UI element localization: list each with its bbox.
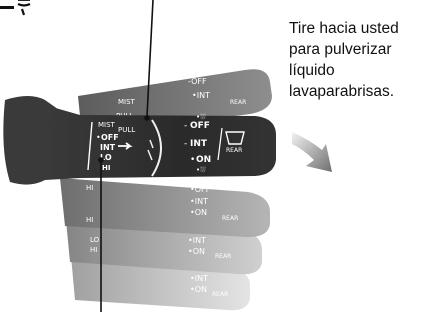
- svg-text:•: •: [190, 155, 195, 165]
- svg-text:•OFF: •OFF: [190, 185, 211, 194]
- label-int-left: INT: [100, 143, 116, 152]
- svg-text:LO: LO: [90, 236, 100, 244]
- svg-text:•ON: •ON: [190, 285, 207, 294]
- main-stalk: OFF - INT - ON • •⛆ •⛆ REAR MIST • OFF I…: [45, 105, 276, 180]
- svg-text:•: •: [96, 133, 101, 142]
- ghost-stalk-lower-labels: HI HI LO HI: [86, 184, 100, 254]
- svg-text:-: -: [184, 139, 187, 149]
- label-off: OFF: [190, 121, 210, 131]
- svg-text:•INT: •INT: [192, 91, 210, 100]
- label-rear: REAR: [226, 147, 242, 154]
- label-on: ON: [196, 155, 211, 165]
- caption-line-4: lavaparabrisas.: [289, 83, 395, 100]
- svg-text:REAR: REAR: [212, 291, 228, 298]
- label-pull: PULL: [118, 126, 135, 134]
- svg-text:•INT: •INT: [190, 274, 208, 283]
- washer-fluid-icon: [0, 0, 31, 16]
- svg-text:MIST: MIST: [118, 98, 136, 106]
- callout-line-top: [146, 0, 154, 117]
- caption-line-3: líquido: [289, 62, 335, 79]
- svg-text:•ON: •ON: [188, 247, 205, 256]
- svg-text:REAR: REAR: [215, 253, 231, 260]
- svg-text:HI: HI: [86, 216, 93, 224]
- callout-dot-bottom: [98, 157, 104, 163]
- instruction-caption: Tire hacia usted para pulverizar líquido…: [289, 18, 439, 102]
- caption-line-1: Tire hacia usted: [289, 20, 399, 37]
- rear-window-icon: [225, 131, 245, 145]
- svg-text:•⛆: •⛆: [196, 166, 206, 174]
- svg-text:•INT: •INT: [188, 236, 206, 245]
- svg-text:HI: HI: [90, 246, 97, 254]
- svg-text:HI: HI: [86, 184, 93, 192]
- svg-text:-: -: [184, 121, 187, 131]
- callout-dot-top: [144, 115, 150, 121]
- label-int: INT: [190, 139, 208, 149]
- svg-text:•⛆: •⛆: [196, 113, 206, 121]
- label-hi: HI: [102, 164, 110, 172]
- motion-arrow-icon: [292, 132, 332, 172]
- svg-text:REAR: REAR: [222, 215, 238, 222]
- svg-text:-OFF: -OFF: [188, 77, 207, 86]
- label-off-left: OFF: [101, 133, 119, 142]
- svg-text:REAR: REAR: [230, 99, 246, 106]
- caption-line-2: para pulverizar: [289, 41, 392, 58]
- ghost-stalk-2: •OFF •INT •ON REAR: [60, 178, 270, 238]
- label-mist: MIST: [98, 121, 116, 129]
- svg-text:•INT: •INT: [190, 197, 208, 206]
- label-lo: LO: [100, 153, 112, 162]
- svg-text:•ON: •ON: [190, 208, 207, 217]
